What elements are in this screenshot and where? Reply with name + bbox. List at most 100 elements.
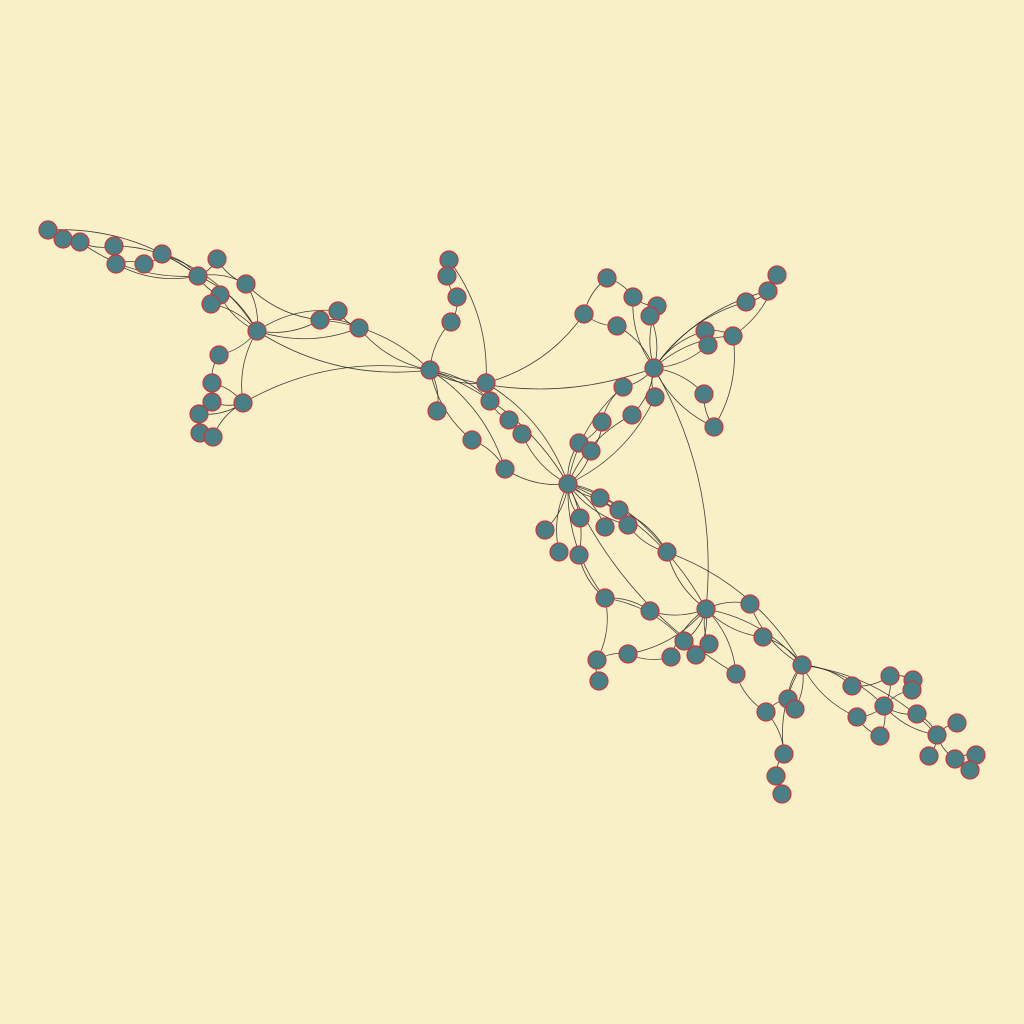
graph-node (349, 318, 369, 338)
graph-node (640, 601, 660, 621)
graph-node (657, 542, 677, 562)
graph-node (574, 304, 594, 324)
graph-node (134, 254, 154, 274)
graph-node (587, 650, 607, 670)
graph-node (209, 345, 229, 365)
graph-edge (485, 382, 569, 485)
graph-node (201, 294, 221, 314)
graph-node (622, 405, 642, 425)
graph-node (70, 232, 90, 252)
graph-node (462, 430, 482, 450)
graph-node (558, 474, 578, 494)
graph-node (945, 749, 965, 769)
graph-node (870, 726, 890, 746)
graph-node (328, 301, 348, 321)
graph-node (927, 725, 947, 745)
graph-node (512, 424, 532, 444)
graph-node (233, 393, 253, 413)
graph-node (570, 508, 590, 528)
graph-node (480, 391, 500, 411)
graph-edge (161, 253, 258, 332)
graph-node (310, 310, 330, 330)
graph-edge (429, 369, 506, 470)
graph-node (694, 384, 714, 404)
graph-node (644, 358, 664, 378)
graph-node (774, 744, 794, 764)
graph-node (772, 784, 792, 804)
graph-edge (713, 335, 735, 428)
graph-node (609, 500, 629, 520)
graph-node (207, 249, 227, 269)
graph-node (758, 281, 778, 301)
graph-edge (567, 483, 707, 610)
graph-node (698, 335, 718, 355)
graph-node (686, 645, 706, 665)
graph-edge (256, 330, 431, 373)
graph-node (202, 392, 222, 412)
graph-node (880, 666, 900, 686)
graph-node (427, 401, 447, 421)
graph-node (947, 713, 967, 733)
graph-node (960, 760, 980, 780)
graph-node (589, 671, 609, 691)
graph-node (437, 266, 457, 286)
graph-node (236, 274, 256, 294)
graph-node (907, 704, 927, 724)
graph-node (495, 459, 515, 479)
graph-node (595, 588, 615, 608)
graph-node (661, 647, 681, 667)
graph-edge (242, 365, 431, 404)
graph-edge (47, 229, 199, 277)
graph-nodes (38, 220, 986, 804)
graph-node (569, 545, 589, 565)
graph-edge (485, 313, 585, 384)
graph-node (842, 676, 862, 696)
graph-node (674, 631, 694, 651)
graph-edge (448, 259, 487, 384)
graph-node (38, 220, 58, 240)
graph-node (420, 360, 440, 380)
graph-edge (79, 241, 199, 277)
graph-node (704, 417, 724, 437)
graph-edge (653, 367, 709, 610)
graph-node (439, 250, 459, 270)
graph-node (607, 316, 627, 336)
graph-node (441, 312, 461, 332)
graph-node (753, 627, 773, 647)
graph-node (645, 387, 665, 407)
graph-node (203, 427, 223, 447)
graph-edge (429, 367, 655, 390)
graph-edge (256, 327, 360, 340)
graph-edge (567, 483, 606, 599)
graph-node (767, 265, 787, 285)
graph-node (535, 520, 555, 540)
graph-node (476, 373, 496, 393)
graph-edge (319, 319, 431, 371)
graph-node (874, 696, 894, 716)
graph-node (699, 634, 719, 654)
graph-edge (567, 396, 656, 485)
graph-node (581, 441, 601, 461)
graph-node (613, 377, 633, 397)
graph-node (696, 599, 716, 619)
graph-edge (801, 664, 938, 736)
graph-node (640, 306, 660, 326)
graph-node (726, 664, 746, 684)
graph-node (590, 488, 610, 508)
graph-node (202, 373, 222, 393)
graph-node (53, 229, 73, 249)
graph-node (785, 699, 805, 719)
graph-node (847, 707, 867, 727)
graph-node (736, 292, 756, 312)
graph-node (595, 517, 615, 537)
graph-node (189, 404, 209, 424)
graph-edge (567, 386, 624, 485)
graph-node (152, 244, 172, 264)
graph-node (902, 680, 922, 700)
graph-node (766, 766, 786, 786)
graph-node (188, 266, 208, 286)
graph-node (618, 644, 638, 664)
graph-node (919, 746, 939, 766)
